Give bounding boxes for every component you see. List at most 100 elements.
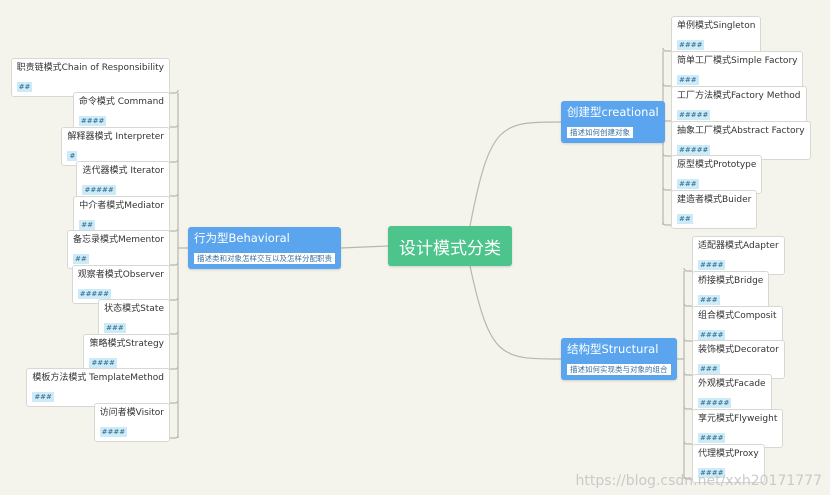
pattern-chain-of-responsibility[interactable]: 职责链模式Chain of Responsibility ## — [10, 58, 170, 97]
pattern-state[interactable]: 状态模式State ### — [98, 299, 170, 338]
pattern-facade[interactable]: 外观模式Facade ##### — [692, 374, 772, 413]
connector-behavioral-leaf-connector — [170, 158, 179, 163]
pattern-note: ### — [698, 364, 720, 374]
pattern-singleton[interactable]: 单例模式Singleton #### — [671, 16, 762, 55]
pattern-label: 策略模式Strategy — [89, 339, 164, 349]
connector-structural-leaf-connector — [683, 440, 692, 445]
pattern-note: #### — [99, 427, 128, 437]
connector-structural-leaf-connector — [683, 267, 692, 272]
connector-root-creational — [469, 121, 562, 227]
pattern-label: 原型模式Prototype — [677, 160, 757, 170]
branch-behavioral-title: 行为型Behavioral — [194, 231, 290, 245]
pattern-prototype[interactable]: 原型模式Prototype ### — [671, 155, 763, 194]
pattern-note: #### — [698, 468, 726, 478]
pattern-note: ##### — [677, 110, 711, 120]
connector-creational-leaf-connector — [662, 221, 671, 226]
pattern-factory-method[interactable]: 工厂方法模式Factory Method ##### — [671, 86, 807, 125]
connector-structural-leaf-connector — [683, 337, 692, 342]
connector-behavioral-leaf-connector — [170, 89, 179, 94]
pattern-label: 外观模式Facade — [698, 379, 766, 389]
branch-behavioral-note: 描述类和对象怎样交互以及怎样分配职责 — [194, 253, 335, 264]
pattern-decorator[interactable]: 装饰模式Decorator ### — [692, 340, 785, 379]
pattern-label: 简单工厂模式Simple Factory — [677, 56, 798, 66]
pattern-iterator[interactable]: 迭代器模式 Iterator ##### — [76, 161, 170, 200]
pattern-note: ### — [677, 179, 699, 189]
connector-structural-leaf-connector — [683, 302, 692, 307]
pattern-note: ## — [79, 220, 95, 230]
pattern-note: # — [67, 151, 78, 161]
pattern-note: ##### — [677, 145, 711, 155]
pattern-label: 解释器模式 Interpreter — [67, 132, 164, 142]
connector-creational-leaf-connector — [662, 82, 671, 87]
pattern-note: ## — [677, 214, 693, 224]
branch-structural[interactable]: 结构型Structural 描述如何实现类与对象的组合 — [561, 338, 677, 380]
pattern-label: 模板方法模式 TemplateMethod — [32, 373, 164, 383]
pattern-strategy[interactable]: 策略模式Strategy #### — [83, 334, 170, 373]
pattern-builder[interactable]: 建造者模式Buider ## — [671, 190, 758, 229]
pattern-note: ### — [677, 75, 699, 85]
pattern-note: ### — [104, 323, 126, 333]
connector-behavioral-leaf-connector — [170, 123, 179, 128]
pattern-note: ### — [698, 295, 720, 305]
pattern-template-method[interactable]: 模板方法模式 TemplateMethod ### — [26, 368, 170, 407]
pattern-note: #### — [698, 433, 726, 443]
pattern-bridge[interactable]: 桥接模式Bridge ### — [692, 271, 770, 310]
pattern-label: 桥接模式Bridge — [698, 276, 764, 286]
pattern-note: #### — [78, 116, 107, 126]
pattern-visitor[interactable]: 访问者模Visitor #### — [93, 403, 170, 442]
connector-structural-leaf-connector — [683, 371, 692, 376]
pattern-note: #### — [698, 330, 726, 340]
connector-creational-leaf-connector — [662, 152, 671, 157]
pattern-label: 装饰模式Decorator — [698, 345, 779, 355]
connector-structural-leaf-connector — [683, 405, 692, 410]
pattern-label: 迭代器模式 Iterator — [82, 166, 164, 176]
pattern-note: #### — [677, 40, 705, 50]
branch-behavioral[interactable]: 行为型Behavioral 描述类和对象怎样交互以及怎样分配职责 — [188, 227, 341, 269]
pattern-interpreter[interactable]: 解释器模式 Interpreter # — [61, 127, 170, 166]
connector-behavioral-leaf-connector — [170, 192, 179, 197]
pattern-label: 职责链模式Chain of Responsibility — [16, 63, 164, 73]
pattern-note: ### — [32, 392, 54, 402]
pattern-simple-factory[interactable]: 简单工厂模式Simple Factory ### — [671, 51, 804, 90]
connector-root-structural — [469, 265, 562, 360]
pattern-observer[interactable]: 观察者模式Observer ##### — [71, 265, 170, 304]
pattern-flyweight[interactable]: 享元模式Flyweight #### — [692, 409, 784, 448]
pattern-note: #### — [89, 358, 117, 368]
connector-behavioral-leaf-connector — [170, 296, 179, 301]
connector-behavioral-leaf-connector — [170, 365, 179, 370]
branch-creational-note: 描述如何创建对象 — [567, 127, 633, 138]
connector-behavioral-leaf-connector — [170, 399, 179, 404]
pattern-label: 命令模式 Command — [78, 97, 164, 107]
pattern-label: 组合模式Composit — [698, 311, 777, 321]
pattern-label: 备忘录模式Mementor — [72, 235, 164, 245]
connector-creational-leaf-connector — [662, 47, 671, 52]
pattern-note: #### — [698, 260, 726, 270]
pattern-command[interactable]: 命令模式 Command #### — [72, 92, 170, 131]
pattern-note: ##### — [82, 185, 116, 195]
pattern-label: 享元模式Flyweight — [698, 414, 778, 424]
connector-root-behavioral — [340, 245, 389, 249]
pattern-proxy[interactable]: 代理模式Proxy #### — [692, 444, 765, 483]
pattern-abstract-factory[interactable]: 抽象工厂模式Abstract Factory ##### — [671, 121, 811, 160]
pattern-label: 适配器模式Adapter — [698, 241, 779, 251]
pattern-label: 工厂方法模式Factory Method — [677, 91, 801, 101]
connector-structural-leaf-connector — [683, 475, 692, 480]
pattern-mediator[interactable]: 中介者模式Mediator ## — [73, 196, 170, 235]
pattern-label: 建造者模式Buider — [677, 195, 752, 205]
branch-creational[interactable]: 创建型creational 描述如何创建对象 — [561, 101, 665, 143]
pattern-label: 访问者模Visitor — [99, 408, 164, 418]
connector-behavioral-leaf-connector — [170, 227, 179, 232]
pattern-label: 中介者模式Mediator — [79, 201, 164, 211]
branch-creational-title: 创建型creational — [567, 105, 659, 119]
pattern-note: ##### — [77, 289, 112, 299]
pattern-memento[interactable]: 备忘录模式Mementor ## — [66, 230, 170, 269]
pattern-composite[interactable]: 组合模式Composit #### — [692, 306, 783, 345]
pattern-label: 观察者模式Observer — [77, 270, 164, 280]
pattern-label: 抽象工厂模式Abstract Factory — [677, 126, 805, 136]
connector-behavioral-leaf-connector — [170, 330, 179, 335]
pattern-label: 单例模式Singleton — [677, 21, 756, 31]
root-topic[interactable]: 设计模式分类 — [388, 226, 512, 266]
pattern-adapter[interactable]: 适配器模式Adapter #### — [692, 236, 785, 275]
connector-behavioral-leaf-connector — [170, 261, 179, 266]
